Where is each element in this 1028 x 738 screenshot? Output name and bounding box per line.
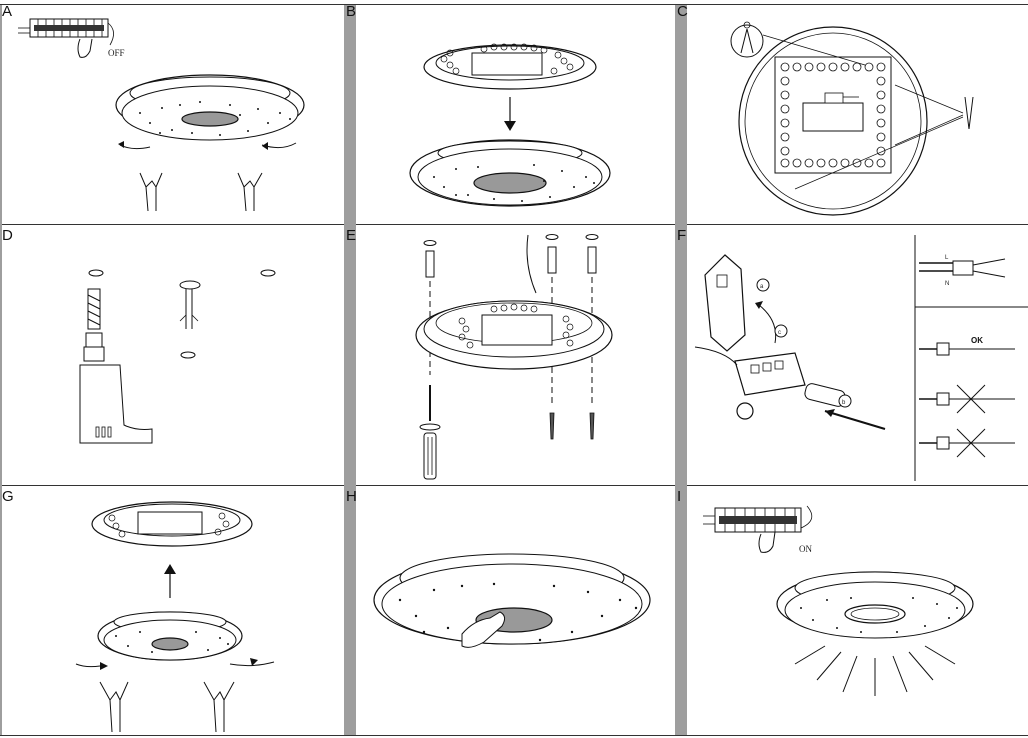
panel-g: G: [0, 486, 344, 735]
top-rule: [0, 4, 1028, 5]
panel-h: H: [344, 486, 675, 735]
panel-e: E: [344, 225, 675, 485]
label-b: B: [346, 3, 357, 20]
row1-rule: [0, 224, 1028, 225]
label-g: G: [2, 488, 14, 505]
wire-n-label: N: [945, 281, 949, 287]
remove-cover-illustration: [409, 43, 611, 207]
marker-a: a: [760, 284, 764, 290]
label-d: D: [2, 227, 13, 244]
bottom-rule: [0, 735, 1028, 736]
panel-d: D: [0, 225, 344, 485]
tube-fixing-illustration: [730, 21, 974, 216]
label-e: E: [346, 227, 357, 244]
panel-a: A OFF: [0, 5, 344, 224]
wire-l-label: L: [945, 255, 949, 261]
column-rule: [675, 5, 687, 735]
off-label: OFF: [108, 48, 125, 58]
marker-c: c: [778, 330, 781, 336]
label-i: I: [677, 488, 682, 505]
wiring-illustration: a c b L: [694, 235, 1028, 481]
remove-film-illustration: [373, 553, 651, 648]
attach-cover-illustration: [75, 501, 275, 733]
label-c: C: [677, 3, 688, 20]
panel-b: B: [344, 5, 675, 224]
switch-off-illustration: OFF: [18, 18, 305, 212]
column-rule: [0, 5, 2, 735]
label-f: F: [677, 227, 687, 244]
switch-on-illustration: ON: [703, 505, 974, 696]
panel-f: F a c b: [675, 225, 1028, 485]
on-label: ON: [799, 544, 812, 554]
mount-base-illustration: [415, 234, 613, 480]
label-h: H: [346, 488, 357, 505]
drill-holes-illustration: [79, 269, 276, 444]
marker-b: b: [842, 400, 846, 406]
label-a: A: [2, 3, 13, 20]
column-rule: [344, 5, 356, 735]
panel-c: C: [675, 5, 1028, 224]
row2-rule: [0, 485, 1028, 486]
panel-i: I ON: [675, 486, 1028, 735]
ok-label: OK: [971, 336, 983, 345]
